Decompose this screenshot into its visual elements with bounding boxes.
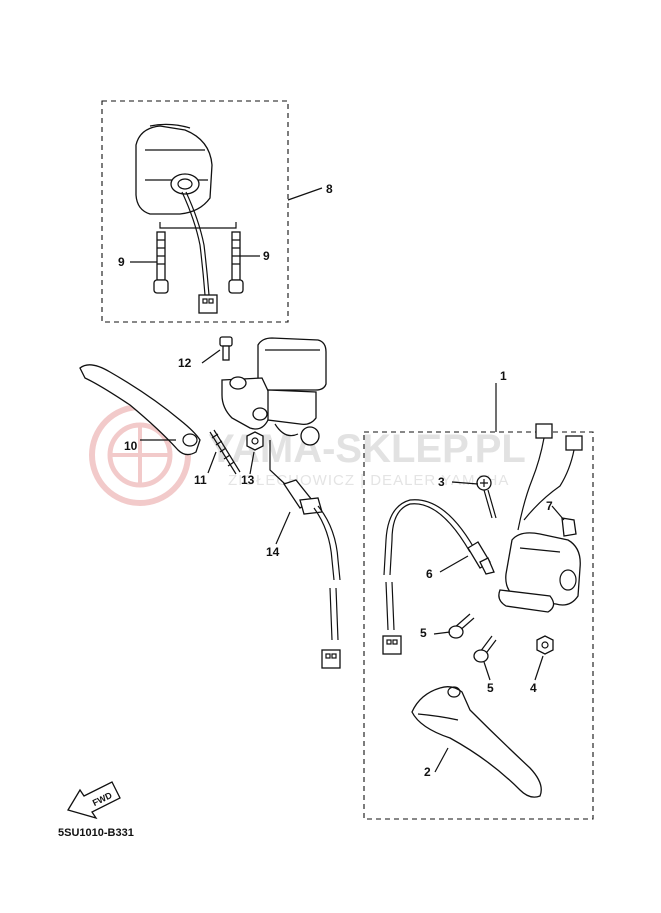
callout-3: 3: [438, 475, 445, 489]
callout-5-b: 5: [487, 681, 494, 695]
callout-6: 6: [426, 567, 433, 581]
callout-11: 11: [194, 473, 207, 487]
leader-lines: [130, 187, 565, 773]
clutch-switch-6: [467, 541, 495, 575]
nut-13: [246, 431, 264, 451]
callout-2: 2: [424, 765, 431, 779]
switch-cable-loop: [382, 499, 475, 655]
callout-12: 12: [178, 356, 192, 370]
screw-9-left: [153, 231, 169, 294]
watermark-tagline: ZIOŁECHOWICZ | DEALER YAMAHA: [228, 472, 509, 489]
callout-9-right: 9: [263, 249, 270, 263]
connector-assy: [517, 423, 583, 537]
brake-switch-14: [269, 440, 341, 669]
callout-5-a: 5: [420, 626, 427, 640]
screw-5-b: [473, 635, 497, 663]
brake-lever-10: [79, 364, 201, 456]
screw-5-a: [448, 613, 475, 639]
assembly-box-1: [363, 431, 594, 820]
callout-13: 13: [241, 473, 255, 487]
spring-11: [209, 429, 241, 475]
callout-10: 10: [124, 439, 138, 453]
fwd-arrow-icon: FWD: [67, 781, 121, 820]
master-cylinder: [221, 337, 327, 446]
clutch-holder: [498, 532, 581, 613]
screw-9-right: [228, 231, 244, 294]
diagram-code: 5SU1010-B331: [58, 827, 134, 839]
screw-3: [476, 475, 497, 519]
nut-4: [536, 635, 554, 655]
callout-9-left: 9: [118, 255, 125, 269]
handlebar-switch-8: [135, 123, 237, 314]
bolt-12: [219, 336, 233, 361]
clutch-lever-2: [411, 686, 542, 798]
assembly-box-8: [101, 100, 289, 323]
callout-4: 4: [530, 681, 537, 695]
callout-7: 7: [546, 499, 553, 513]
callout-14: 14: [266, 545, 280, 559]
callout-1: 1: [500, 369, 507, 383]
callout-8: 8: [326, 182, 333, 196]
